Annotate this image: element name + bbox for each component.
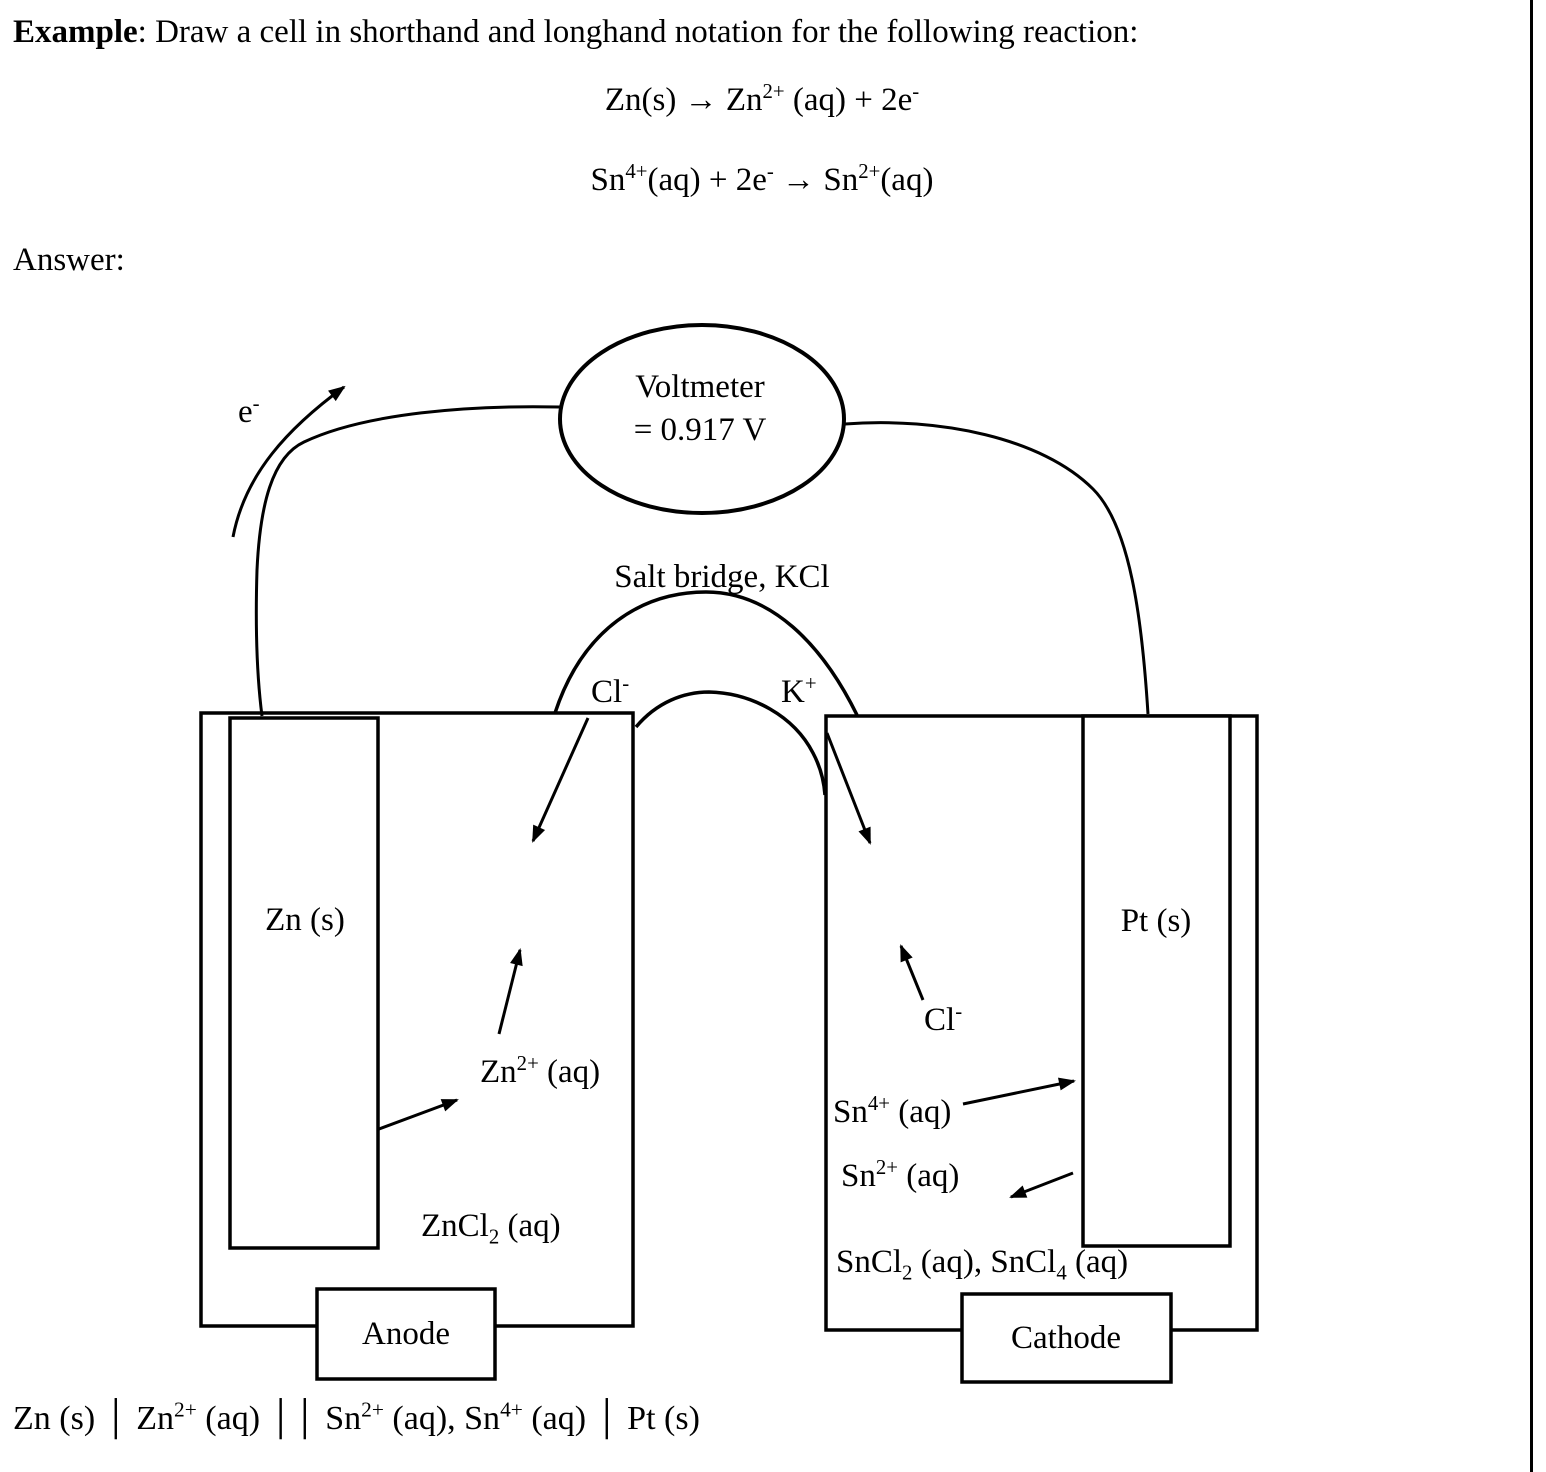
bridge-chloride-label: Cl-	[591, 672, 630, 710]
platinum-electrode	[1081, 714, 1232, 1248]
potassium-into-cathode-arrow	[825, 732, 872, 845]
page-right-border	[1530, 0, 1533, 1472]
bridge-potassium-label: K+	[781, 672, 817, 710]
salt-bridge-label: Salt bridge, KCl	[614, 558, 830, 595]
cathode-label-box	[960, 1292, 1173, 1384]
electrode-to-tin2-arrow	[1009, 1171, 1074, 1199]
zinc-ion-label: Zn2+ (aq)	[480, 1052, 601, 1090]
electrode-to-zinc-ion-arrow	[378, 1098, 459, 1131]
anode-box-label: Anode	[362, 1315, 450, 1352]
electron-label: e-	[238, 392, 260, 430]
prompt-keyword: Example	[13, 14, 138, 50]
prompt-line: Example: Draw a cell in shorthand and lo…	[13, 12, 1138, 52]
zinc-ion-up-arrow	[497, 948, 523, 1035]
chloride-into-anode-arrow	[531, 717, 590, 843]
cathode-chloride-label: Cl-	[924, 1000, 963, 1038]
voltmeter-ellipse	[558, 323, 846, 515]
chloride-up-arrow	[899, 944, 925, 1001]
salt-bridge-inner-arc	[634, 690, 827, 796]
electron-flow-arrow	[231, 385, 346, 538]
answer-label: Answer:	[13, 242, 125, 278]
voltmeter-label: Voltmeter = 0.917 V	[634, 366, 767, 452]
left-wire	[254, 405, 561, 717]
zinc-electrode-label: Zn (s)	[265, 901, 345, 938]
platinum-electrode-label: Pt (s)	[1120, 902, 1192, 939]
tin2-ion-label: Sn2+ (aq)	[841, 1156, 960, 1194]
anode-label-box	[315, 1287, 497, 1381]
anode-solution-label: ZnCl2 (aq)	[421, 1208, 561, 1249]
salt-bridge-outer-arc	[553, 590, 859, 716]
right-wire	[844, 421, 1150, 715]
tin4-to-electrode-arrow	[962, 1077, 1076, 1106]
half-reaction-reduction: Sn4+(aq) + 2e- → Sn2+(aq)	[590, 160, 934, 198]
cathode-solution-label: SnCl2 (aq), SnCl4 (aq)	[836, 1244, 1129, 1285]
prompt-text: : Draw a cell in shorthand and longhand …	[137, 14, 1139, 50]
shorthand-notation: Zn (s) │ Zn2+ (aq) ││ Sn2+ (aq), Sn4+ (a…	[13, 1397, 700, 1437]
tin4-ion-label: Sn4+ (aq)	[833, 1092, 952, 1130]
half-reaction-oxidation: Zn(s) → Zn2+ (aq) + 2e-	[604, 80, 920, 118]
voltmeter-title: Voltmeter	[635, 369, 765, 406]
cathode-box-label: Cathode	[1011, 1319, 1121, 1356]
voltmeter-reading: = 0.917 V	[633, 412, 767, 448]
zinc-electrode	[228, 716, 380, 1250]
